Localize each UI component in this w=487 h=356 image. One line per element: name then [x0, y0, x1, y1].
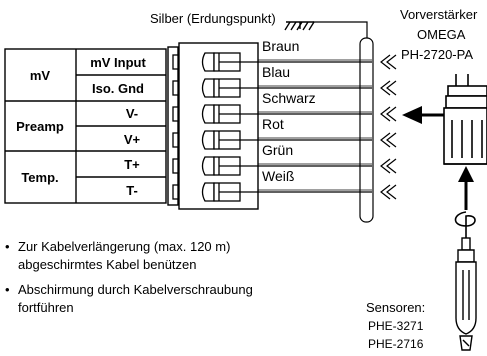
- sensor-label-title: Sensoren:: [366, 300, 425, 315]
- ground-symbol: [284, 21, 315, 31]
- sensor-probe: [455, 237, 477, 351]
- wire-label-rot: Rot: [262, 116, 284, 132]
- note-2-line2: fortführen: [18, 300, 74, 315]
- connector-chevron: [380, 54, 397, 70]
- note-1-line2: abgeschirmtes Kabel benützen: [18, 257, 197, 272]
- sensor-cable: [454, 211, 476, 238]
- terminal-screw: [172, 182, 241, 202]
- amp-label-line1: Vorverstärker: [400, 7, 478, 22]
- note-1-bullet: •: [5, 239, 10, 254]
- ground-label: Silber (Erdungspunkt): [150, 11, 276, 26]
- wire-label-braun: Braun: [262, 38, 299, 54]
- sensor-label-item-1: PHE-3271: [368, 319, 424, 333]
- terminal-screw: [172, 52, 241, 72]
- terminal-block: [167, 42, 259, 210]
- row-label-iso-gnd: Iso. Gnd: [92, 81, 144, 96]
- amp-label-line3: PH-2720-PA: [401, 47, 473, 62]
- row-label-t-minus: T-: [126, 183, 138, 198]
- wire-label-weiss: Weiß: [262, 168, 294, 184]
- amp-label-line2: OMEGA: [417, 27, 466, 42]
- group-label-temp: Temp.: [21, 170, 58, 185]
- terminals: [172, 52, 241, 202]
- row-label-v-minus: V-: [126, 106, 138, 121]
- group-label-mv: mV: [30, 68, 51, 83]
- connector-chevrons: [380, 54, 397, 200]
- row-label-t-plus: T+: [124, 157, 140, 172]
- group-label-preamp: Preamp: [16, 119, 64, 134]
- wire-label-schwarz: Schwarz: [262, 90, 316, 106]
- terminal-screw: [172, 130, 241, 150]
- connector-chevron: [380, 80, 397, 96]
- connector-chevron: [380, 132, 397, 148]
- note-2-line1: Abschirmung durch Kabelverschraubung: [18, 282, 253, 297]
- sensor-arrow: [458, 166, 474, 210]
- wires: [240, 59, 372, 193]
- row-label-mv-input: mV Input: [90, 55, 146, 70]
- sensor-label-item-2: PHE-2716: [368, 337, 424, 351]
- preamplifier-body: [443, 74, 487, 165]
- connector-chevron: [380, 184, 397, 200]
- connector-chevron: [380, 106, 397, 122]
- connector-chevron: [380, 158, 397, 174]
- cable-shield: [359, 37, 374, 223]
- wire-label-gruen: Grün: [262, 142, 293, 158]
- signal-table: [4, 48, 167, 204]
- terminal-screw: [172, 78, 241, 98]
- note-1-line1: Zur Kabelverlängerung (max. 120 m): [18, 239, 230, 254]
- wire-label-blau: Blau: [262, 64, 290, 80]
- terminal-screw: [172, 104, 241, 124]
- note-2-bullet: •: [5, 282, 10, 297]
- row-label-v-plus: V+: [124, 132, 141, 147]
